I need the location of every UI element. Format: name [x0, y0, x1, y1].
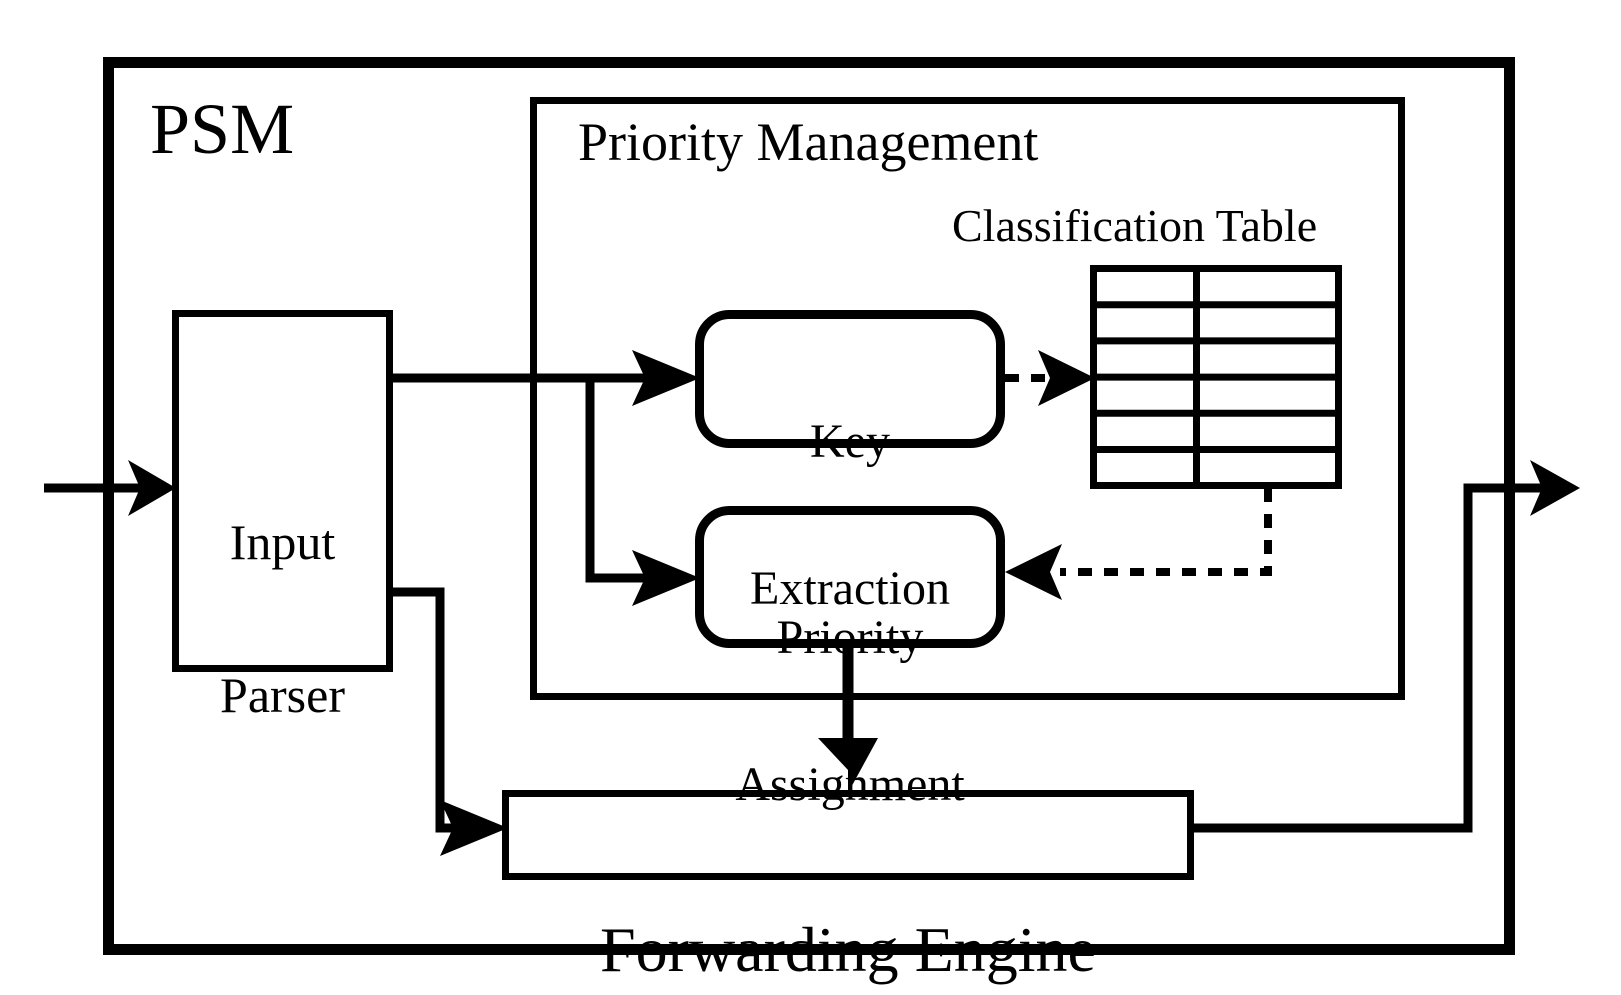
forwarding-engine-box[interactable] [502, 790, 1194, 880]
parser-to-forwarding-engine-arrow [389, 587, 508, 856]
parser-to-priority-assignment-arrow [585, 378, 700, 606]
priority-assignment-to-forwarding-engine-arrow [818, 646, 878, 793]
priority-management-border [530, 97, 1405, 700]
psm-module-border [103, 57, 1515, 955]
key-extraction-to-table-arrow [1005, 350, 1095, 406]
forwarding-engine-to-output-arrow [1190, 460, 1580, 833]
table-to-priority-assignment-arrow [1005, 488, 1272, 600]
classification-table-grid[interactable] [1090, 265, 1342, 489]
priority-assignment-box[interactable] [695, 506, 1005, 648]
parser-to-key-extraction-arrow [389, 350, 700, 406]
key-extraction-box[interactable] [695, 310, 1005, 448]
input-parser-box[interactable] [172, 310, 393, 672]
external-input-arrow [44, 460, 176, 516]
